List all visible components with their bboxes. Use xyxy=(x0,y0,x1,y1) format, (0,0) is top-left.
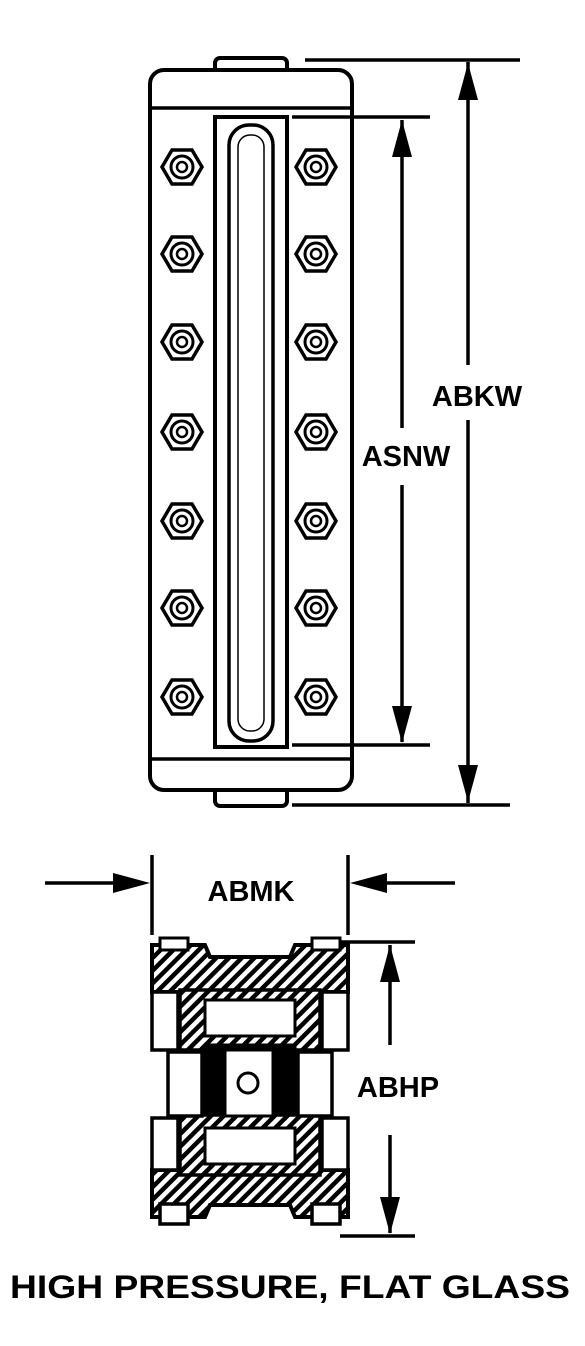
hex-nut-icon xyxy=(160,678,204,716)
hex-nut-icon xyxy=(294,148,338,186)
bolt-block xyxy=(320,1116,350,1172)
front-view: ABKW ASNW xyxy=(148,56,523,808)
bolt-block xyxy=(150,990,180,1052)
hex-nut-icon xyxy=(160,413,204,451)
hex-nut-icon xyxy=(294,502,338,540)
top-plate xyxy=(150,943,350,994)
glass-length-label: ASNW xyxy=(362,441,451,473)
hex-nut-icon xyxy=(294,323,338,361)
overall-length-dimension xyxy=(292,58,520,807)
glass-window xyxy=(227,123,275,743)
width-label: ABMK xyxy=(208,876,295,908)
width-dimension xyxy=(45,855,455,935)
glass-length-dimension xyxy=(292,115,430,747)
bolt-block xyxy=(150,1116,180,1172)
hex-nut-icon xyxy=(294,413,338,451)
bolt-block xyxy=(320,990,350,1052)
hex-nut-icon xyxy=(294,589,338,627)
bolt-block xyxy=(296,1050,334,1118)
hex-nut-icon xyxy=(294,235,338,273)
hex-nut-icon xyxy=(160,589,204,627)
hex-nut-icon xyxy=(294,678,338,716)
bore-icon xyxy=(236,1071,260,1095)
hex-nut-icon xyxy=(160,502,204,540)
bolt-head xyxy=(158,1202,190,1226)
hex-nut-icon xyxy=(160,148,204,186)
height-label: ABHP xyxy=(357,1072,439,1104)
bolt-block xyxy=(166,1050,204,1118)
bolt-head xyxy=(158,936,190,952)
height-dimension xyxy=(340,940,415,1238)
bolt-head xyxy=(310,1202,342,1226)
overall-length-label: ABKW xyxy=(432,381,523,413)
figure-caption: HIGH PRESSURE, FLAT GLASS xyxy=(10,1269,570,1305)
lower-glass xyxy=(203,1126,297,1166)
section-view: ABMK xyxy=(45,855,455,1238)
hex-nut-icon xyxy=(160,323,204,361)
bolt-head xyxy=(310,936,342,952)
hex-nut-icon xyxy=(160,235,204,273)
upper-glass xyxy=(203,998,297,1038)
